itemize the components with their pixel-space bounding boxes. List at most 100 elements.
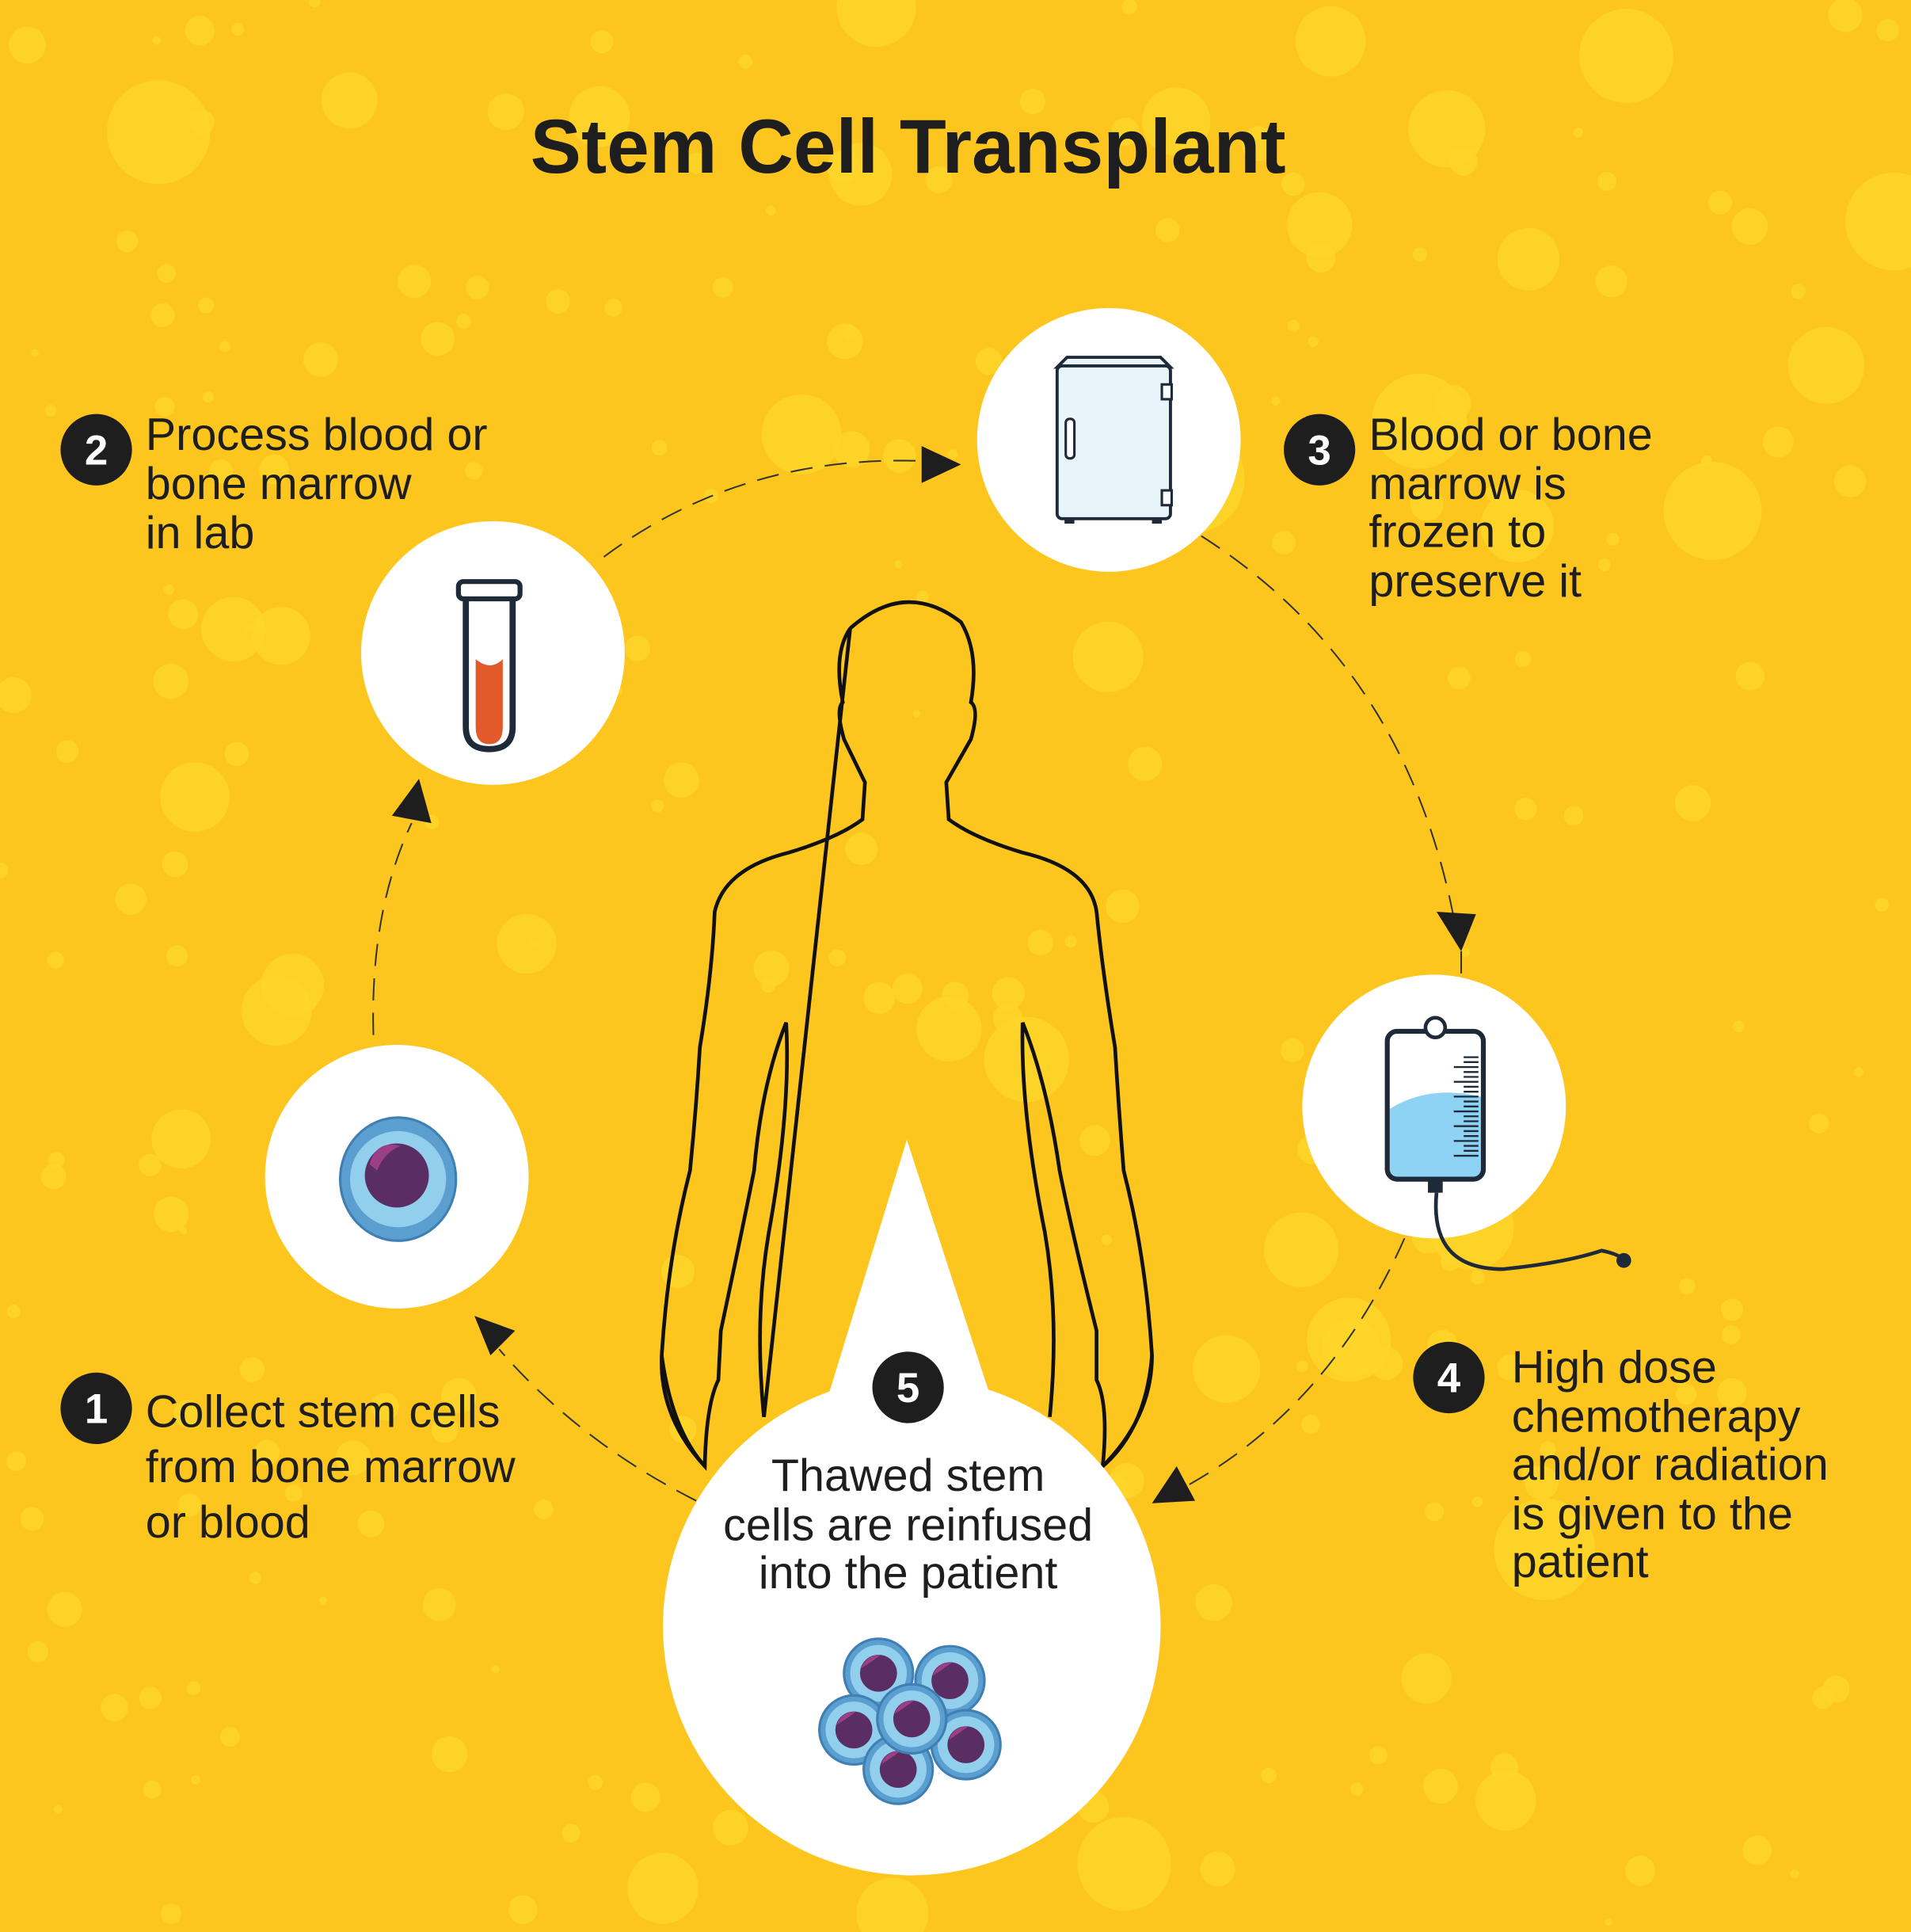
step-3-label-line: frozen to [1369, 507, 1546, 558]
background-dot [712, 276, 733, 298]
background-dot [27, 1641, 49, 1663]
cell-cluster-icon [818, 1637, 1002, 1805]
background-dot [1470, 1269, 1485, 1285]
step-number: 2 [85, 427, 108, 474]
background-dot [1369, 1347, 1403, 1381]
background-dot [259, 454, 289, 485]
background-dot [491, 1665, 500, 1674]
background-dot [497, 913, 557, 974]
background-dot [31, 349, 39, 357]
background-dot [1573, 128, 1584, 138]
background-dot [139, 1686, 162, 1709]
background-dot [761, 394, 842, 474]
step-number-badge [60, 1372, 132, 1445]
background-dot [1720, 1298, 1743, 1321]
background-dot [1077, 1816, 1171, 1911]
background-dot [1142, 87, 1211, 156]
background-dot [153, 663, 189, 699]
background-dot [975, 348, 1003, 375]
background-dot [1155, 218, 1180, 242]
step-3: 3 Blood or bone marrow is frozen to pres… [976, 307, 1653, 607]
background-dot [421, 322, 455, 356]
background-dot [166, 945, 188, 967]
background-dot [249, 1572, 262, 1584]
background-dot [1110, 117, 1140, 147]
background-dot [47, 951, 64, 969]
background-dot [1480, 490, 1554, 563]
background-dot [208, 459, 233, 484]
background-dot [1845, 172, 1911, 271]
background-dot [0, 677, 32, 714]
background-dot [627, 1853, 699, 1924]
background-dot [534, 1499, 554, 1519]
step-2-label-line: Process blood or [146, 410, 488, 460]
arrow-path-1-2 [372, 822, 413, 1035]
hands-outline [660, 1355, 1154, 1468]
background-dot [1423, 1769, 1458, 1804]
step-4-label-line: High dose [1512, 1342, 1717, 1393]
background-dot [239, 1357, 265, 1382]
background-dot [569, 86, 630, 147]
test-tube-icon [455, 579, 523, 753]
background-dot [284, 1484, 303, 1502]
step-4-label-line: patient [1512, 1537, 1649, 1587]
background-dot [1121, 0, 1137, 15]
background-dot [713, 1809, 748, 1846]
background-dot [1401, 1653, 1452, 1704]
background-dot [252, 606, 310, 665]
background-dot [152, 36, 161, 45]
background-dot [1027, 929, 1054, 955]
step-number-badge [60, 413, 132, 486]
step-number-badge [1413, 1341, 1485, 1414]
background-dot [106, 80, 211, 185]
background-dot [151, 1109, 211, 1169]
step-4-label-line: chemotherapy [1512, 1391, 1801, 1442]
background-dot [163, 585, 174, 596]
background-dot [1563, 806, 1584, 825]
background-dot [590, 30, 614, 54]
background-dot [1514, 650, 1532, 668]
background-dot [422, 1587, 456, 1621]
step-5: 5 Thawed stem cells are reinfused into t… [663, 1139, 1161, 1876]
background-dot [664, 762, 699, 798]
background-dot [1281, 1038, 1304, 1062]
background-dot [1101, 1234, 1113, 1246]
background-dot [1079, 1125, 1110, 1157]
background-dot [1072, 621, 1144, 692]
freezer-icon [1053, 356, 1174, 524]
background-dot [1853, 1067, 1864, 1077]
background-dot [1674, 785, 1711, 821]
background-dot [177, 1493, 201, 1517]
background-dot [1733, 1020, 1745, 1033]
background-dot [201, 596, 266, 661]
background-dot [6, 1304, 21, 1318]
step-1-label-line: Collect stem cells [146, 1386, 501, 1437]
background-dot [1412, 247, 1427, 262]
background-dot [651, 440, 668, 456]
background-dot [189, 109, 215, 135]
background-dot [1128, 746, 1163, 781]
background-dot [942, 981, 969, 1009]
background-dot [456, 314, 471, 329]
step-number-badge [1284, 413, 1356, 486]
background-dot [1241, 126, 1277, 162]
background-dot [1296, 1360, 1308, 1373]
background-dot [465, 462, 483, 480]
background-dot [231, 23, 245, 36]
background-dot [1540, 1441, 1556, 1458]
background-dot [1410, 487, 1444, 521]
patient-body-outline [660, 600, 1154, 1472]
background-dot [1828, 0, 1863, 32]
background-dot [224, 741, 249, 767]
step-number-badge [872, 1351, 944, 1423]
background-dot [371, 1393, 399, 1421]
step-number: 5 [896, 1365, 919, 1412]
background-dot [894, 560, 903, 569]
background-dot [168, 599, 199, 630]
background-dot [465, 276, 489, 299]
background-dot [1875, 897, 1890, 913]
stem-cell-icon [876, 1682, 948, 1755]
background-dot [244, 624, 253, 633]
background-dot [826, 150, 860, 184]
background-dot [1281, 172, 1305, 196]
